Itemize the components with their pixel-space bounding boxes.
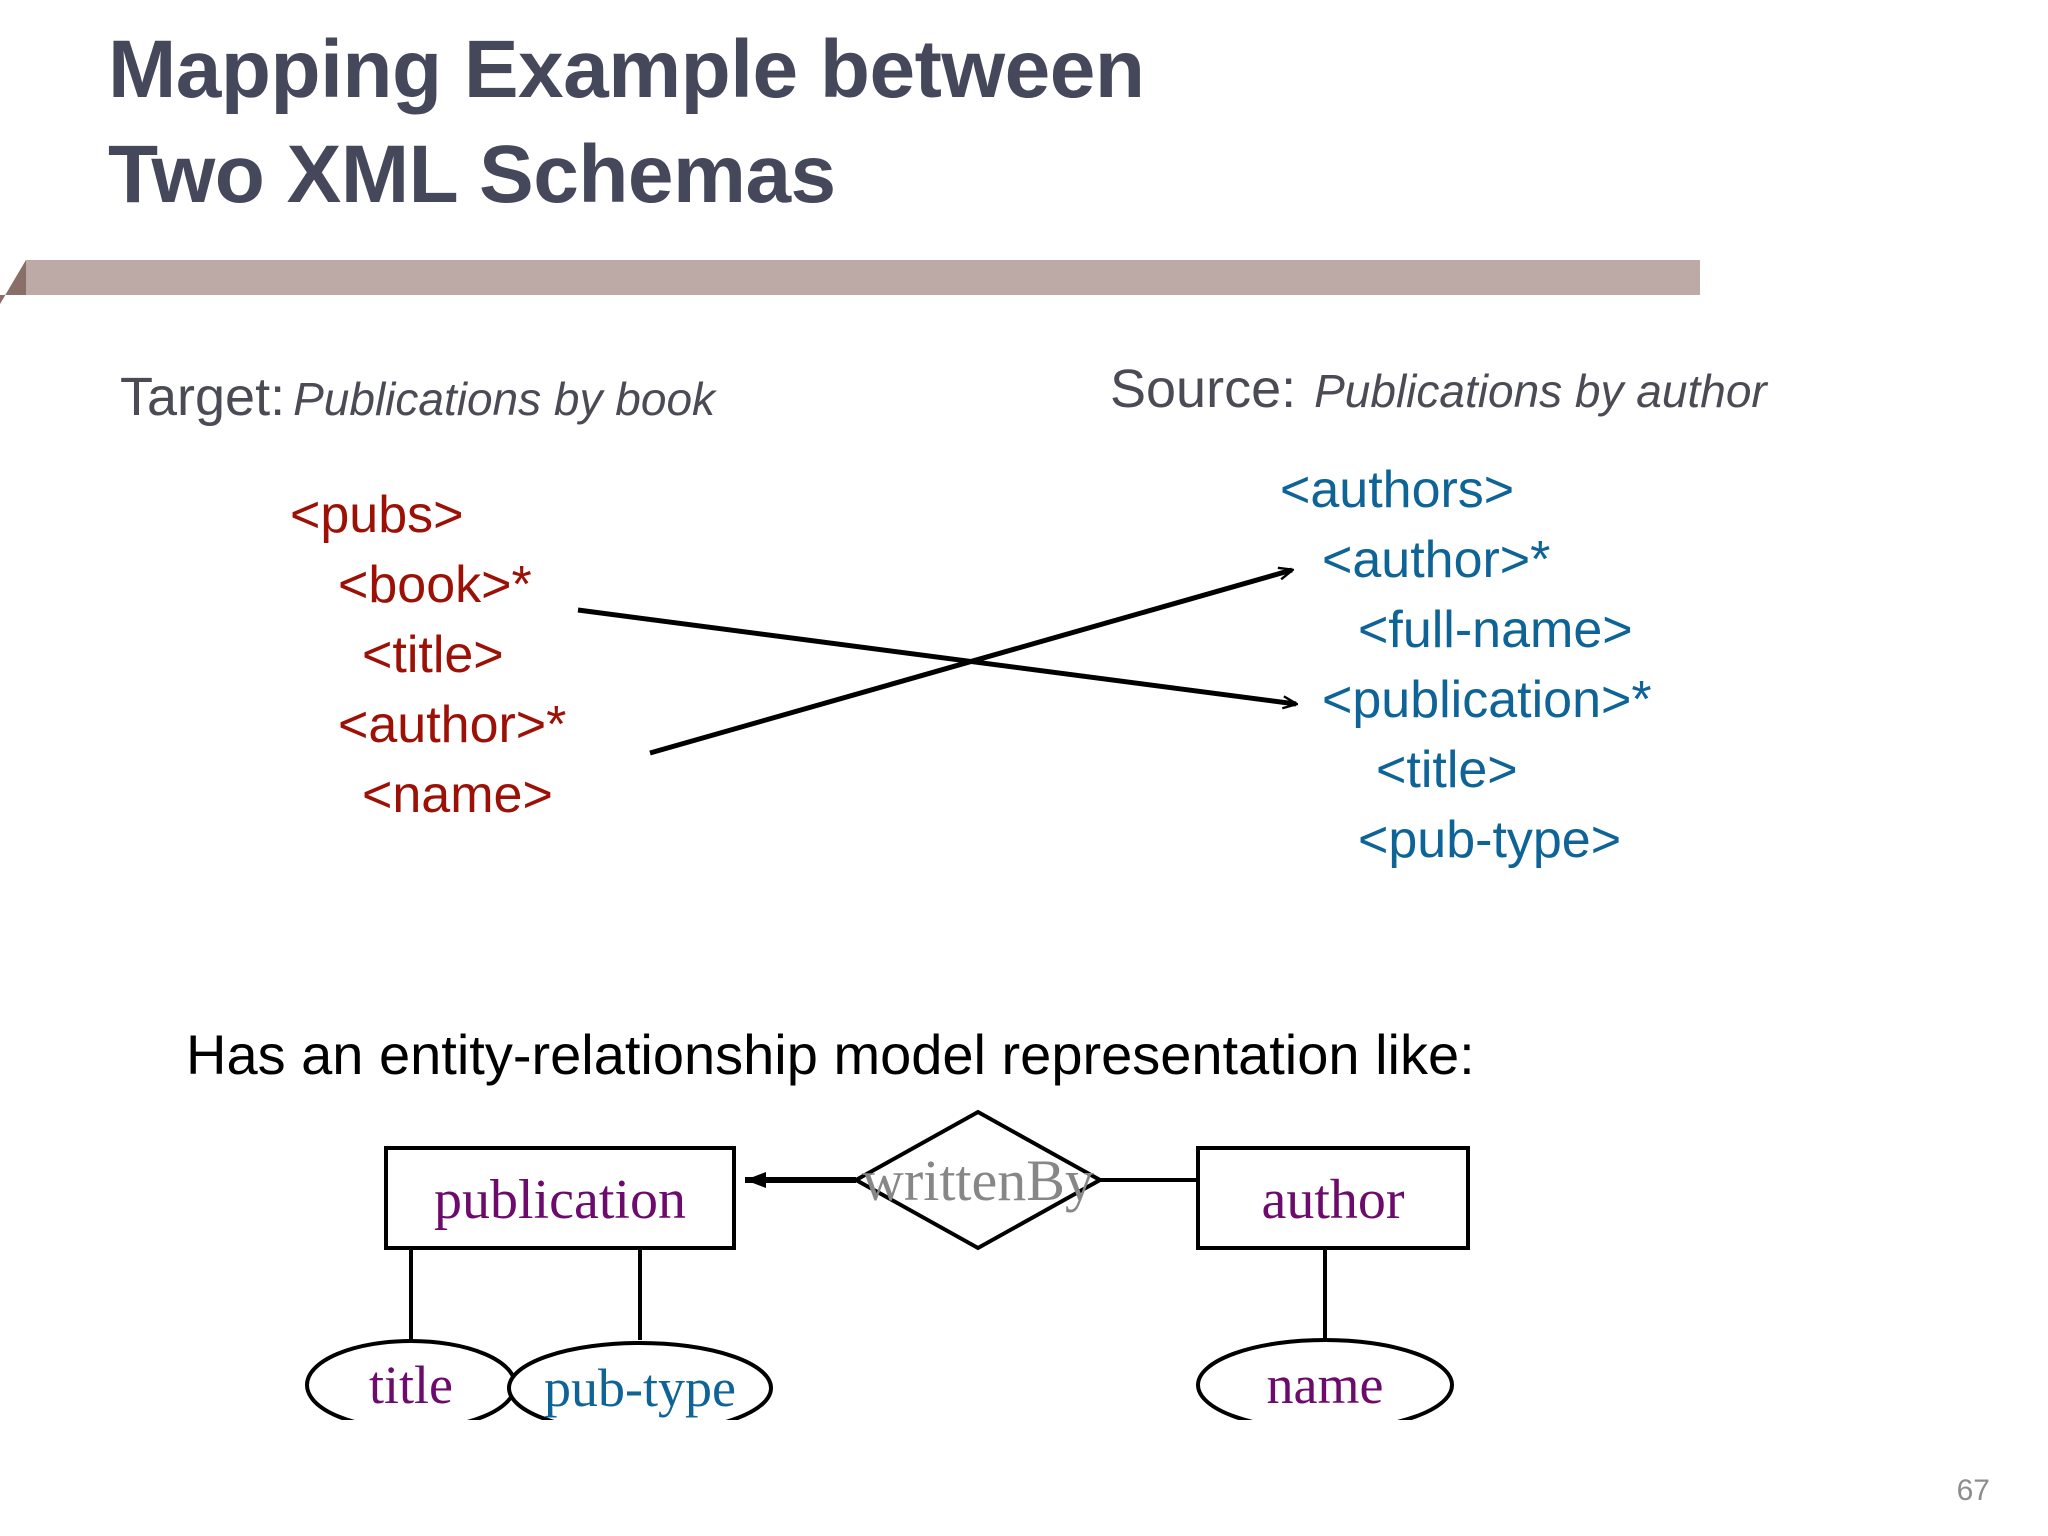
target-tree-node: <book>*	[338, 556, 532, 614]
target-label-value: Publications by book	[293, 373, 716, 425]
er-diagram: writtenBy publication author title pub-t…	[0, 1100, 2048, 1435]
source-tree-node: <title>	[1376, 741, 1518, 799]
er-entity-label-author: author	[1261, 1169, 1404, 1231]
er-attribute-label-pubtype: pub-type	[544, 1358, 736, 1418]
source-tree-node: <publication>*	[1322, 671, 1652, 729]
source-tree-node: <pub-type>	[1358, 811, 1622, 869]
target-tree-node: <name>	[362, 766, 553, 824]
mapping-arrow-author-to-author	[649, 570, 1292, 756]
target-tree-node: <pubs>	[290, 486, 464, 544]
er-model-caption: Has an entity-relationship model represe…	[186, 1023, 1475, 1086]
target-schema-label: Target:Publications by book	[120, 370, 715, 424]
er-diagram-canvas: writtenBy publication author title pub-t…	[305, 1109, 1470, 1435]
er-entity-box-publication	[384, 1146, 736, 1250]
er-attribute-label-title: title	[369, 1355, 453, 1415]
source-tree-node: <authors>	[1280, 461, 1515, 519]
er-relationship-label: writtenBy	[862, 1148, 1094, 1213]
divider-bar-body	[0, 260, 1700, 304]
er-attribute-label-name: name	[1267, 1355, 1384, 1415]
source-label-key: Source:	[1110, 359, 1297, 419]
page-number: 67	[1956, 1474, 1990, 1507]
source-xml-tree: <authors> <author>* <full-name> <publica…	[1280, 455, 1652, 875]
divider-bar-shape	[0, 260, 1700, 304]
source-tree-node: <author>*	[1322, 531, 1551, 589]
target-tree-node: <title>	[362, 626, 504, 684]
target-label-key: Target:	[120, 367, 286, 427]
source-schema-label: Source: Publications by author	[1110, 362, 1767, 416]
er-entity-label-publication: publication	[434, 1169, 686, 1231]
source-label-value: Publications by author	[1314, 365, 1767, 417]
title-divider-bar	[0, 248, 1700, 304]
target-xml-tree: <pubs> <book>* <title> <author>* <name>	[290, 480, 566, 830]
er-entity-box-author	[1196, 1146, 1470, 1250]
divider-bar-fold	[0, 260, 26, 304]
er-relationship-diamond-shape	[851, 1109, 1105, 1251]
target-tree-node: <author>*	[338, 696, 567, 754]
page-title: Mapping Example between Two XML Schemas	[108, 24, 1145, 220]
source-tree-node: <full-name>	[1358, 601, 1633, 659]
mapping-arrow-book-to-publication	[577, 607, 1296, 704]
